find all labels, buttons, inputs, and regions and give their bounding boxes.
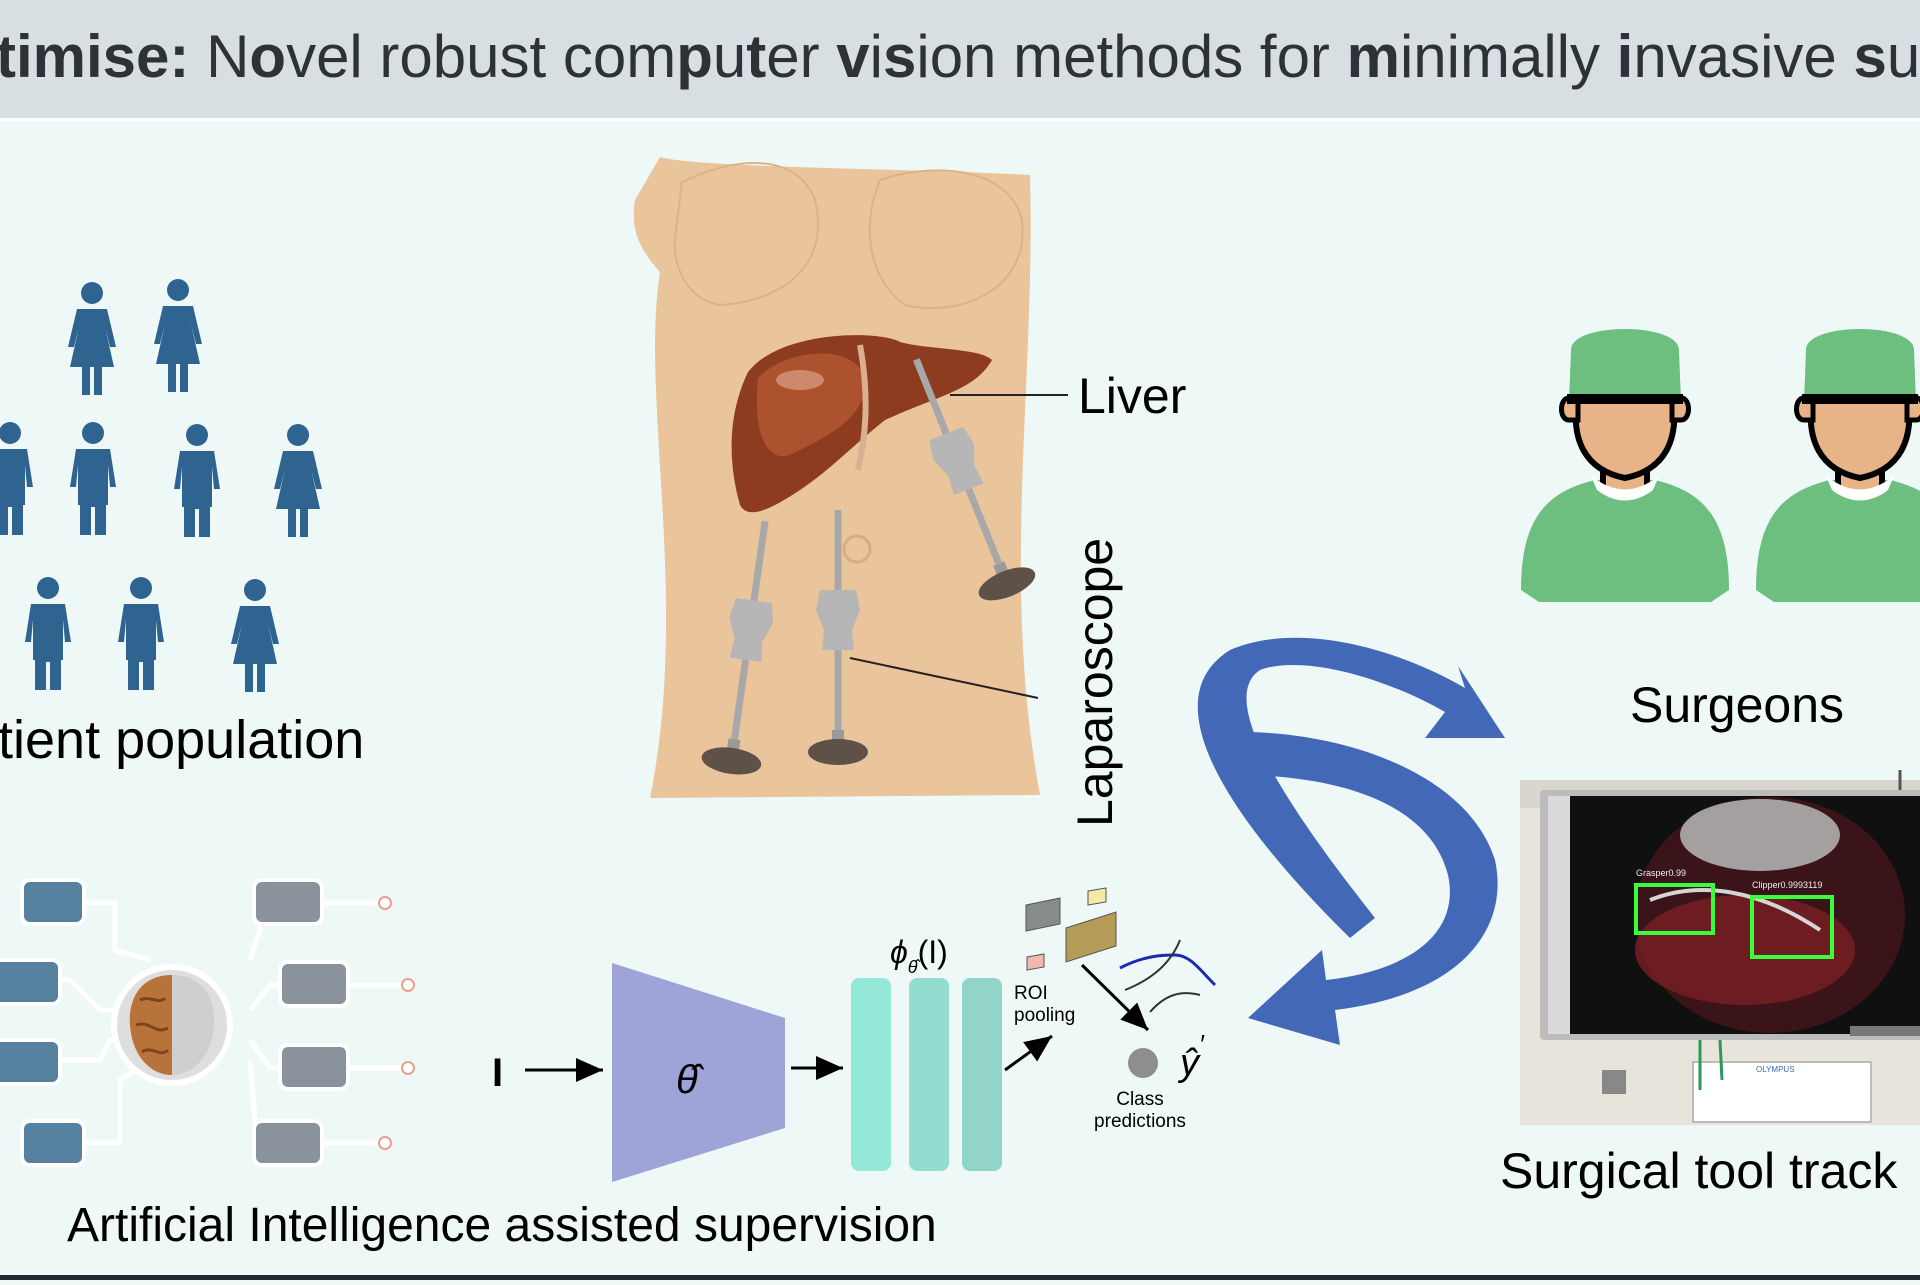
person-icon: [174, 424, 220, 537]
title-segment: nvasive: [1633, 23, 1854, 90]
person-icon: [118, 577, 164, 690]
class-label-line2: predictions: [1094, 1111, 1186, 1132]
roi-label-line2: pooling: [1014, 1005, 1075, 1026]
patient-population-figures: [0, 279, 322, 692]
title-segment: m: [1346, 23, 1400, 90]
title-segment: er: [766, 23, 837, 90]
liver-label: Liver: [1078, 368, 1186, 424]
title-segment: inimally: [1399, 23, 1617, 90]
workflow-arrows: [1197, 637, 1505, 1045]
bottom-border: [0, 1275, 1920, 1280]
title-segment: i: [1616, 23, 1634, 90]
feature-symbol-arg: (I): [918, 934, 948, 970]
title-segment: urg: [1886, 23, 1920, 90]
person-icon: [25, 577, 71, 690]
title-segment: i: [869, 23, 883, 90]
class-prediction-dot: [1128, 1048, 1158, 1078]
title-segment: vel robust com: [286, 23, 677, 90]
ai-supervision-label: Artificial Intelligence assisted supervi…: [67, 1199, 937, 1252]
diagram-canvas: tient population Liver Laparoscope Surge…: [0, 121, 1920, 1280]
roi-patch-yellow: [1087, 887, 1107, 906]
ai-brain-circuit: [0, 878, 415, 1167]
title-segment: t: [746, 23, 767, 90]
person-icon: [0, 422, 33, 535]
title-segment: v: [836, 23, 870, 90]
network-pipeline: I θ̂ ϕθ̂(I) ROI pooling ŷ′ Class predict…: [492, 887, 1217, 1182]
person-icon: [231, 579, 279, 692]
output-symbol-prime: ′: [1199, 1029, 1205, 1059]
detection-label-clipper: Clipper0.9993119: [1752, 880, 1822, 890]
roi-patch-olive: [1065, 911, 1117, 963]
encoder-block: [612, 963, 785, 1182]
feature-map-1: [851, 978, 891, 1171]
person-icon: [70, 422, 116, 535]
title-segment: N: [206, 23, 250, 90]
surgical-monitor: Grasper0.99 Clipper0.9993119 OLYMPUS: [1520, 770, 1920, 1125]
person-icon: [154, 279, 202, 392]
person-icon: [68, 282, 116, 395]
surgical-tool-tracking-label: Surgical tool track: [1500, 1143, 1898, 1199]
output-symbol-main: ŷ: [1177, 1042, 1201, 1084]
laparoscope-label: Laparoscope: [1067, 538, 1123, 827]
feature-map-3: [962, 978, 1002, 1171]
detection-label-grasper: Grasper0.99: [1636, 868, 1686, 878]
prediction-curve: [1119, 953, 1217, 987]
feature-symbol-main: ϕ: [890, 934, 908, 970]
roi-patch-gray: [1025, 897, 1061, 932]
patient-population-label: tient population: [0, 710, 364, 770]
diagram-svg: tient population Liver Laparoscope Surge…: [0, 157, 1920, 1252]
feature-symbol-sub: θ̂: [908, 957, 921, 977]
feature-symbol: ϕθ̂(I): [890, 934, 948, 977]
title-segment: s: [1853, 23, 1887, 90]
surgeons-illustration: [1521, 329, 1920, 602]
title-segment: s: [882, 23, 917, 90]
surgeon-icon: [1756, 329, 1920, 602]
surgeon-icon: [1521, 329, 1729, 602]
abdomen-illustration: [633, 157, 1068, 798]
title-segment: o: [249, 23, 287, 90]
title-segment: u: [712, 23, 747, 90]
input-symbol: I: [492, 1051, 503, 1095]
title-segment: timise:: [0, 23, 207, 90]
roi-patch-pink: [1026, 953, 1045, 971]
title-segment: p: [676, 23, 713, 90]
feature-map-2: [909, 978, 949, 1171]
monitor-brand: OLYMPUS: [1756, 1065, 1795, 1074]
surgeons-label: Surgeons: [1630, 677, 1844, 733]
person-icon: [274, 424, 322, 537]
class-label-line1: Class: [1116, 1089, 1164, 1110]
page-title: timise: Novel robust computer vision met…: [0, 22, 1920, 91]
title-banner: timise: Novel robust computer vision met…: [0, 0, 1920, 121]
roi-label-line1: ROI: [1014, 983, 1048, 1004]
output-symbol: ŷ′: [1177, 1029, 1205, 1084]
title-segment: ion methods for: [916, 23, 1347, 90]
